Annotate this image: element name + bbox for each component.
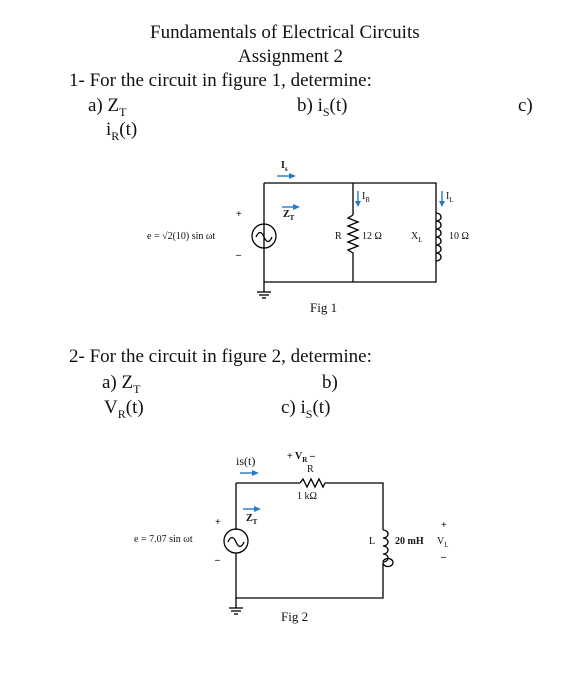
figure-1-is-arrow (277, 173, 296, 179)
figure-2-zt-arrow (243, 506, 261, 512)
figure-1-source-label: e = √2(10) sin ωt (147, 231, 216, 242)
figure-2-vr-label: + VR – (287, 451, 315, 464)
figure-2-vl-label: VL (437, 536, 449, 549)
figure-1-is-label: Is (281, 160, 288, 173)
figure-2-l-value: 20 mH (395, 536, 424, 547)
q2-item-b: b) (322, 372, 338, 393)
figure-2-wires (235, 482, 384, 608)
figure-2-is-arrow (240, 470, 259, 476)
q2-item-d: c) iS(t) (281, 397, 331, 421)
figure-2-source-minus: – (215, 555, 220, 566)
q1-item-d: iR(t) (106, 119, 138, 143)
figure-2-r-label: R (307, 464, 314, 475)
figure-2-vl-plus: + (441, 520, 447, 531)
figure-1-resistor (346, 214, 360, 260)
figure-1-r-label: R (335, 231, 342, 242)
figure-2-inductor (382, 529, 394, 568)
figure-1-zt-arrow (282, 204, 300, 210)
figure-2-resistor (299, 477, 326, 489)
figure-1-zt-label: ZT (283, 209, 295, 222)
document-title: Fundamentals of Electrical Circuits (150, 22, 420, 43)
figure-1-inductor (435, 212, 442, 262)
figure-2-source-plus: + (215, 517, 221, 528)
document-subtitle: Assignment 2 (238, 46, 344, 67)
q2-prompt: 2- For the circuit in figure 2, determin… (69, 346, 372, 367)
q1-item-c: c) (518, 95, 533, 116)
figure-1-r-value: 12 Ω (362, 231, 382, 242)
figure-1-source (251, 223, 277, 249)
figure-1-caption: Fig 1 (310, 300, 338, 315)
figure-2-vl-minus: – (441, 552, 446, 563)
figure-2-zt-label: ZT (246, 513, 258, 526)
figure-1-ground (257, 291, 271, 299)
figure-1-il-arrow (439, 191, 445, 207)
q1-item-b: b) iS(t) (297, 95, 348, 119)
q2-item-a: a) ZT (102, 372, 141, 396)
figure-1-xl-label: XL (411, 231, 423, 244)
figure-1-xl-value: 10 Ω (449, 231, 469, 242)
figure-1-il-label: IL (446, 191, 454, 204)
q1-prompt: 1- For the circuit in figure 1, determin… (69, 70, 372, 91)
figure-1-source-plus: + (236, 209, 242, 220)
figure-2-r-value: 1 kΩ (297, 491, 317, 502)
figure-2-is-label: is(t) (236, 454, 256, 468)
q1-item-a: a) ZT (88, 95, 127, 119)
figure-2-caption: Fig 2 (281, 609, 309, 624)
figure-1-source-minus: – (236, 250, 241, 261)
figure-1-ir-arrow (355, 191, 361, 207)
figure-1-wires (263, 182, 437, 292)
figure-1-ir-label: IR (362, 191, 371, 204)
figure-2-l-label: L (369, 536, 376, 547)
figure-2-source-label: e = 7.07 sin ωt (134, 534, 193, 545)
figure-2-source (223, 528, 249, 554)
q2-item-c: VR(t) (104, 397, 144, 421)
figure-2-ground (229, 607, 243, 615)
